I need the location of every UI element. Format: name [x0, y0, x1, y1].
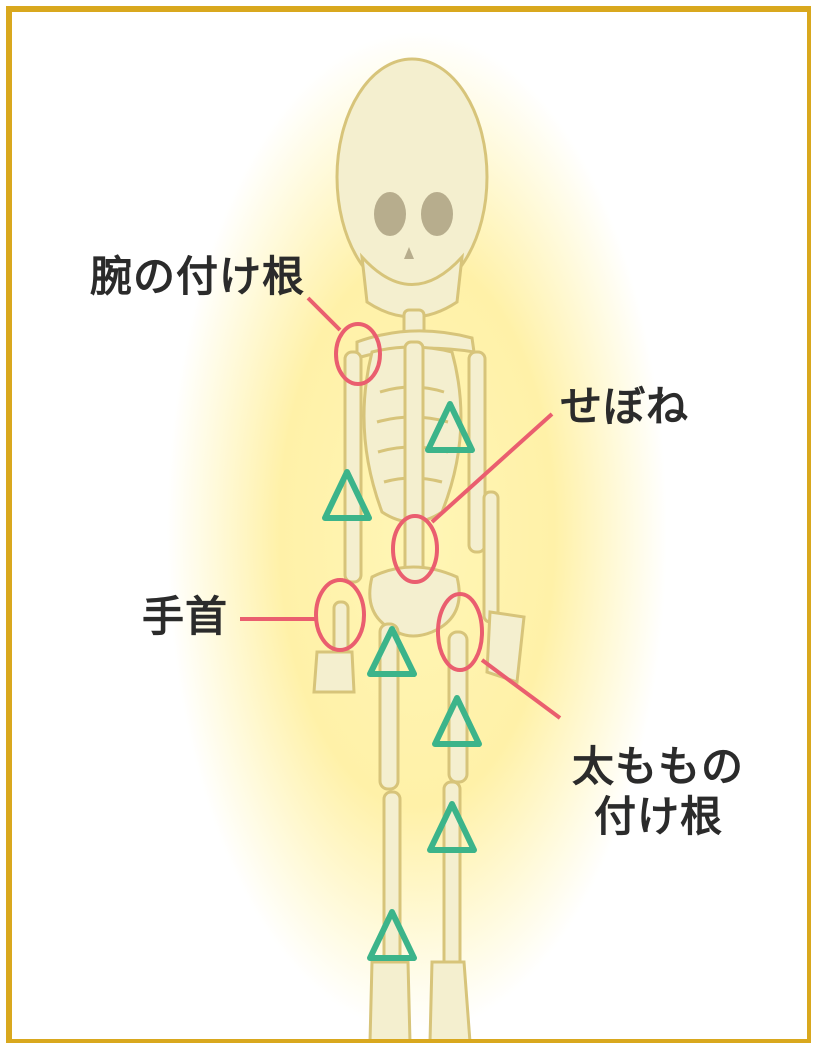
hand-right: [487, 612, 524, 682]
skull: [337, 59, 487, 295]
label-spine: せぼね: [560, 384, 689, 430]
label-thigh-root-line2: 付け根: [594, 794, 723, 840]
foot-left: [370, 962, 410, 1042]
image-frame: 腕の付け根 せぼね 手首 太ももの 付け根: [6, 6, 811, 1043]
skeleton-diagram: [12, 12, 811, 1043]
eye-socket-right: [421, 192, 453, 236]
foot-right: [430, 962, 470, 1042]
tibia-left: [384, 792, 400, 962]
upper-arm-left: [345, 352, 361, 582]
eye-socket-left: [374, 192, 406, 236]
hand-left: [314, 652, 354, 692]
spine-bone: [405, 342, 423, 577]
forearm-right: [484, 492, 498, 622]
label-wrist: 手首: [142, 594, 228, 640]
label-thigh-root-line1: 太ももの: [572, 744, 744, 790]
label-arm-root: 腕の付け根: [90, 254, 305, 300]
